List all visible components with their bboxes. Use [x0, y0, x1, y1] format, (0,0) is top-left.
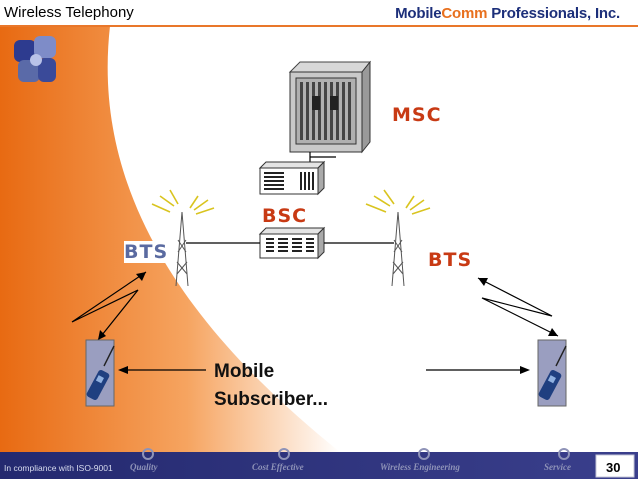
brand-mobile: Mobile — [395, 5, 442, 22]
mobile-line1: Mobile — [214, 361, 275, 382]
bts-right-label: BTS — [428, 249, 473, 271]
bts-right-tower-icon — [365, 189, 431, 287]
orange-swoosh — [0, 26, 340, 452]
footer-iso-text: In compliance with ISO-9001 — [4, 463, 113, 473]
msc-switch-rack — [288, 60, 372, 154]
brand-part1: MobileComm — [395, 5, 487, 22]
footer-item-service: Service — [544, 462, 571, 472]
bsc-equipment-lower — [258, 226, 326, 260]
brand-part3: Professionals, Inc. — [487, 5, 620, 22]
puzzle-logo-icon — [14, 36, 56, 82]
radio-link-right — [477, 277, 559, 337]
radio-link-left — [71, 271, 147, 341]
bsc-label: BSC — [262, 205, 308, 227]
mobile-subscriber-label: Mobile Subscriber... — [214, 358, 328, 414]
mobile-phone-right-icon — [537, 339, 567, 407]
header-rule — [0, 25, 638, 27]
page-number: 30 — [606, 460, 621, 475]
footer-item-cost-effective: Cost Effective — [252, 462, 304, 472]
footer-band — [0, 452, 638, 479]
page-number-box — [595, 454, 635, 478]
brand-comm: Comm — [441, 5, 488, 22]
bsc-equipment-upper — [258, 160, 326, 196]
bts-left-tower-icon — [151, 189, 215, 287]
footer-item-quality: Quality — [130, 462, 158, 472]
msc-label: MSC — [392, 104, 442, 126]
slide-header-title: Wireless Telephony — [4, 4, 134, 21]
company-brand: MobileComm Professionals, Inc. — [395, 5, 620, 22]
footer-gear-icons — [142, 448, 570, 460]
bts-left-label: BTS — [124, 241, 169, 263]
footer-item-wireless-engineering: Wireless Engineering — [380, 462, 460, 472]
mobile-line2: Subscriber... — [214, 389, 329, 410]
mobile-phone-left-icon — [85, 339, 115, 407]
